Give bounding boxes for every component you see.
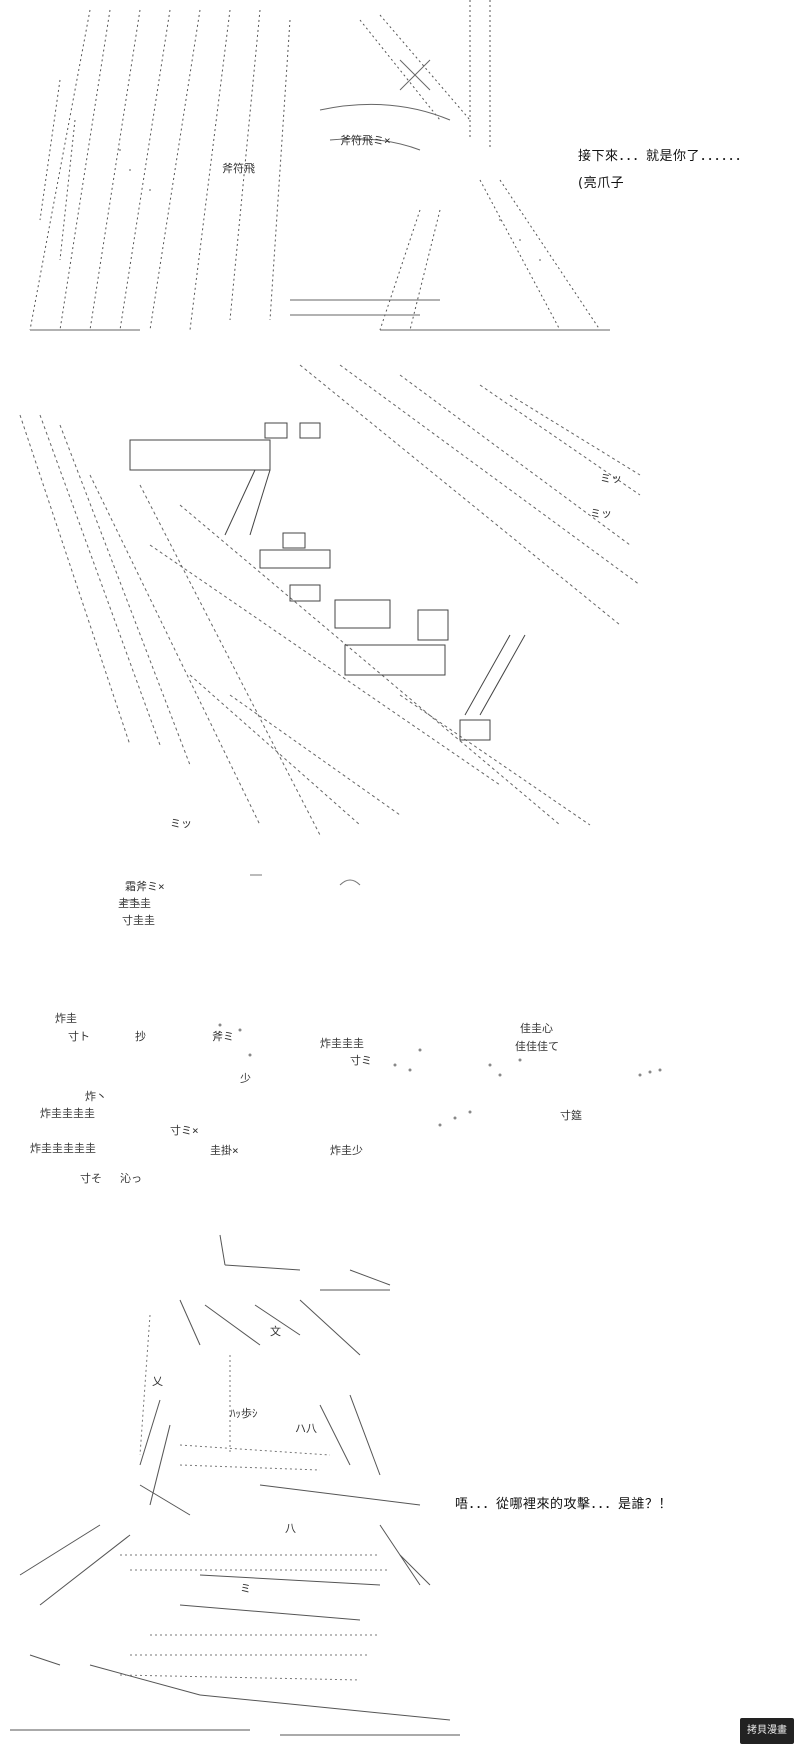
panel-1: 斧符飛ミ× 斧符飛 接下來．．．就是你了．．．．．． (亮爪子 [0, 0, 800, 335]
aa-label: 斧符飛ミ× [340, 134, 391, 147]
aa-label: 炸圭圭圭圭圭 [30, 1142, 96, 1155]
aa-label: ﾊｯ歩ｼ [230, 1407, 258, 1420]
panel-1-ascii-art [29, 0, 610, 331]
aa-label: ミッ [600, 472, 622, 485]
aa-label: 斧符飛 [222, 162, 255, 175]
aa-label: ミ [240, 1582, 251, 1595]
caption-question: 唔．．．從哪裡來的攻擊．．．是誰？！ [455, 1497, 673, 1512]
aa-label: ミッ [170, 817, 192, 830]
panel-3-ascii-art [119, 874, 662, 1127]
aa-label: 乂 [152, 1375, 163, 1388]
aa-label: 佳佳佳て [515, 1040, 559, 1053]
panel-2-ascii-art [19, 364, 641, 836]
panel-3: 霜斧ミ× 圭圭圭 寸圭圭 炸圭 寸ト 抄 斧ミ 炸圭圭圭 佳圭心 佳佳佳て 少 … [0, 860, 800, 1220]
aa-label: 寸ミ× [170, 1124, 199, 1137]
aa-label: 寸そ [80, 1172, 102, 1185]
aa-label: 沁っ [120, 1172, 142, 1185]
aa-label: 少 [240, 1072, 251, 1085]
aa-label: 炸圭少 [330, 1144, 363, 1157]
aa-label: 抄 [135, 1030, 146, 1043]
aa-label: 寸筵 [560, 1109, 582, 1122]
aa-label: 文 [270, 1325, 281, 1338]
caption-line-1: 接下來．．．就是你了．．．．．． [578, 149, 749, 164]
aa-label: ミッ [590, 507, 612, 520]
aa-label: ハ八 [295, 1422, 317, 1435]
aa-label: 寸ミ [350, 1054, 372, 1067]
aa-label: 佳圭心 [520, 1022, 553, 1035]
aa-label: 炸丶 [85, 1090, 107, 1103]
panel-4: 文 乂 ハ八 ﾊｯ歩ｼ ミ 八 唔．．．從哪裡來的攻擊．．．是誰？！ [0, 1225, 800, 1748]
aa-label: 炸圭 [55, 1012, 77, 1025]
caption-line-2: (亮爪子 [578, 176, 625, 191]
aa-label: 圭掛× [210, 1144, 239, 1157]
aa-label: 圭圭圭 [118, 897, 151, 910]
panel-2: ミッ ミッ ミッ [0, 345, 800, 845]
aa-label: 炸圭圭圭 [320, 1037, 364, 1050]
aa-label: 寸圭圭 [122, 914, 155, 927]
aa-label: 寸ト [68, 1030, 90, 1043]
aa-label: 霜斧ミ× [125, 880, 165, 893]
watermark-logo: 拷貝漫畫 [740, 1718, 794, 1744]
panel-4-ascii-art [10, 1234, 460, 1736]
aa-label: 八 [285, 1522, 296, 1535]
aa-label: 炸圭圭圭圭 [40, 1107, 95, 1120]
aa-label: 斧ミ [212, 1030, 234, 1043]
